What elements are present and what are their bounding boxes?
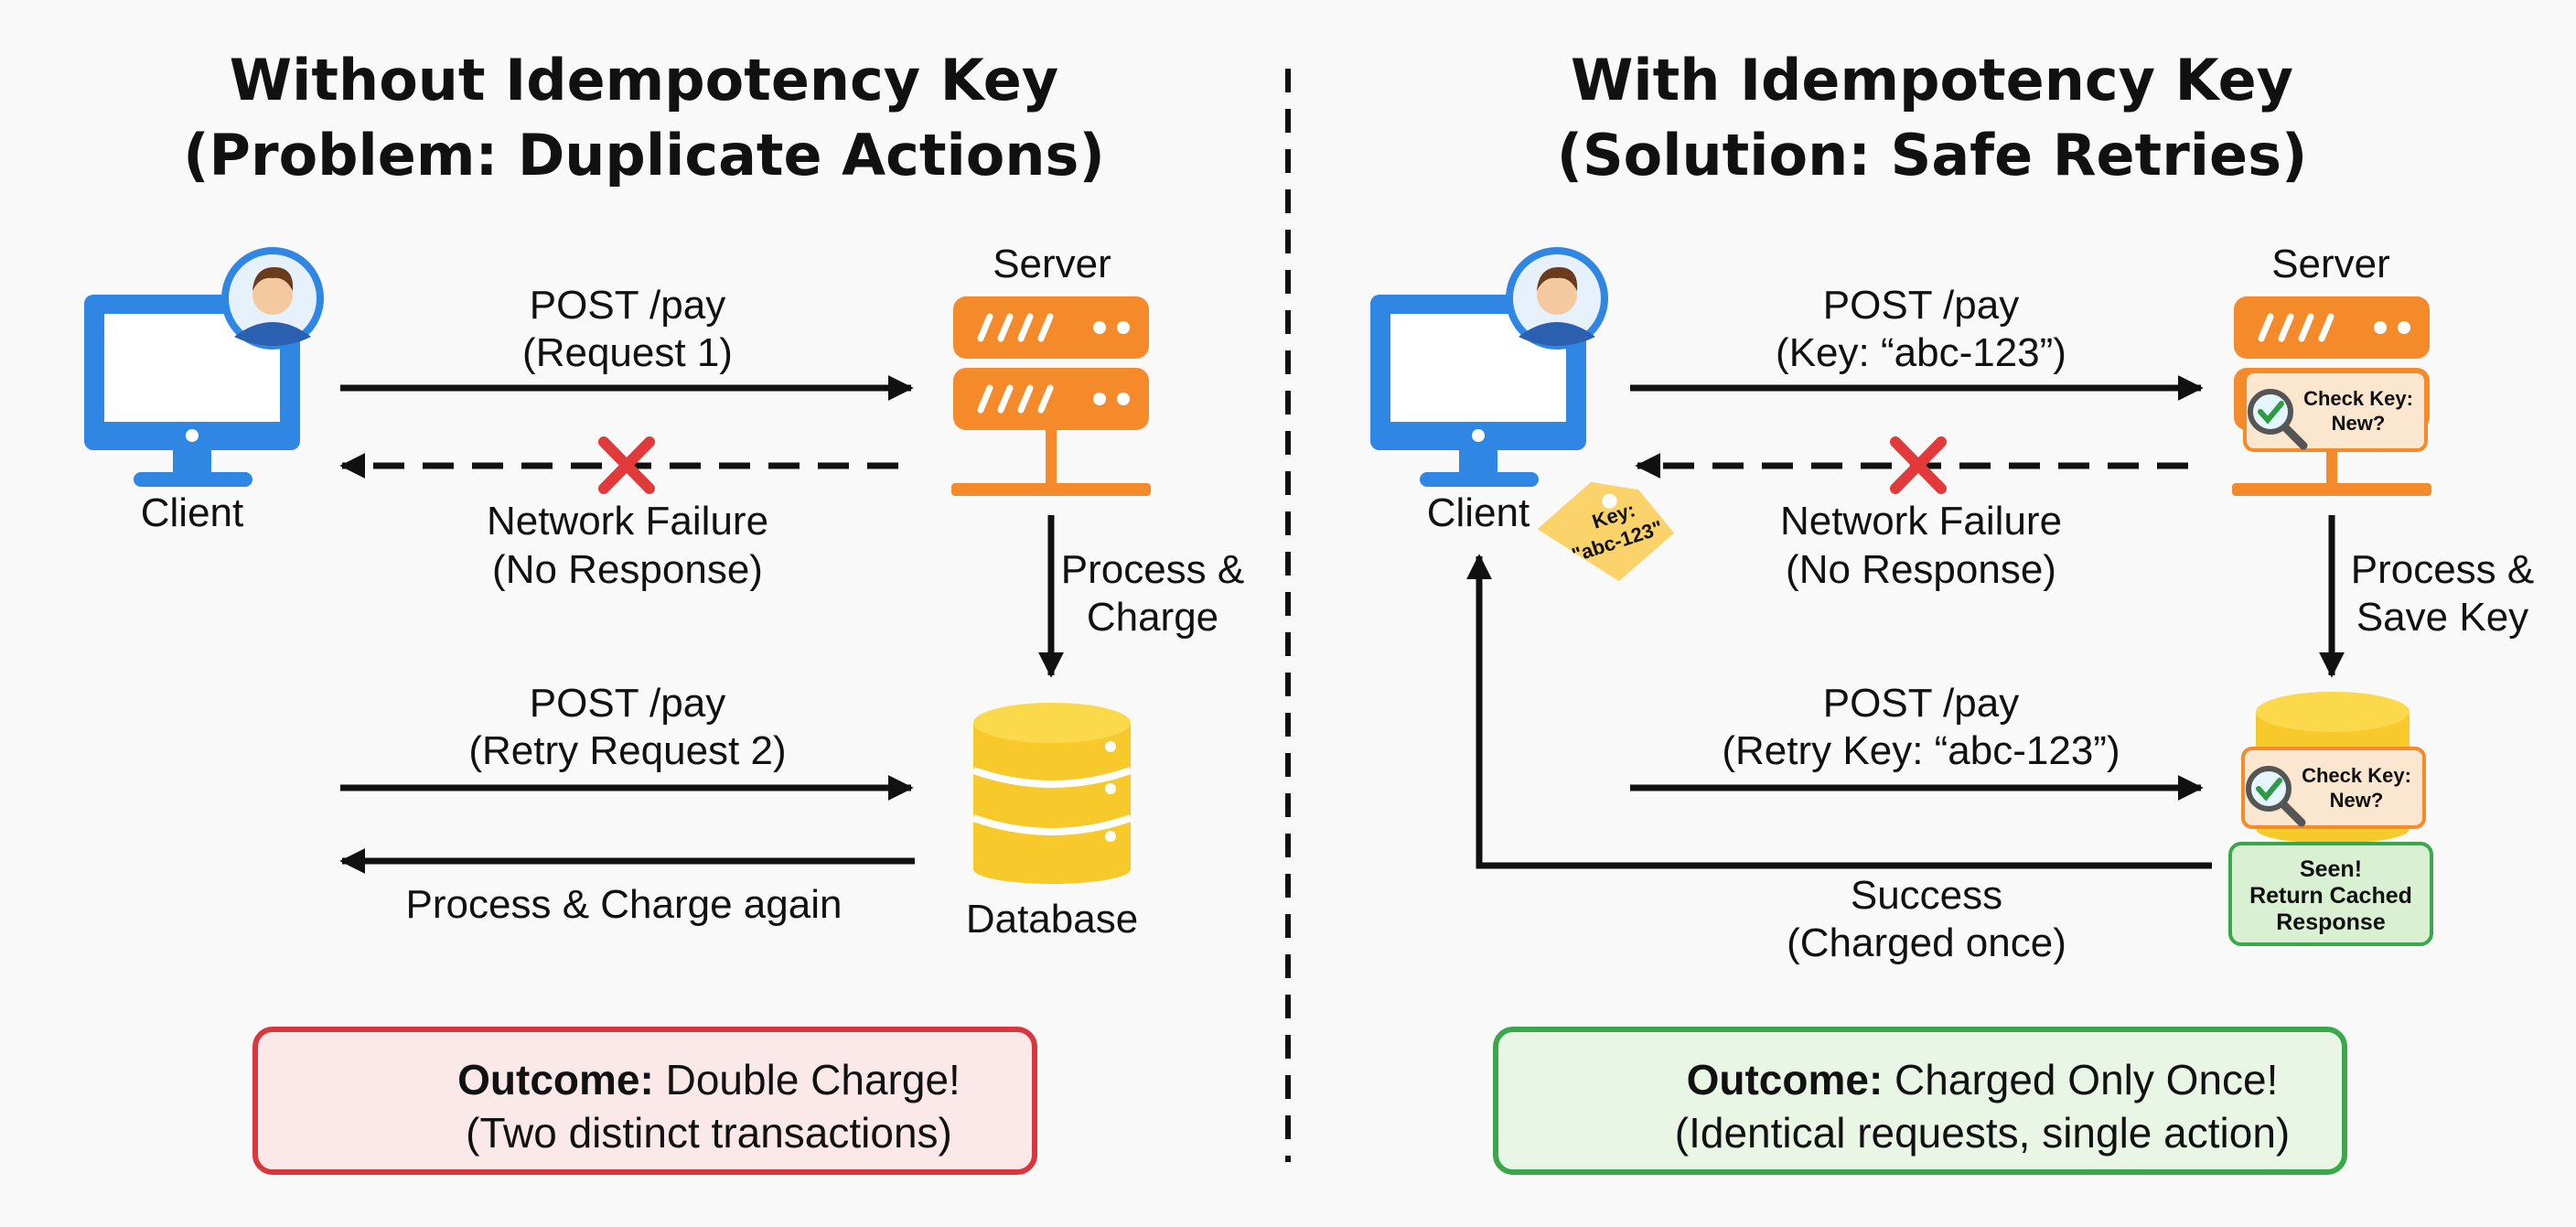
retry-label-line2: (Retry Request 2) [468,728,787,773]
check-key-line1: Check Key: [2302,764,2411,787]
client-label: Client [140,490,244,535]
server-icon [951,296,1151,496]
failure-label-line2: (No Response) [492,547,763,592]
database-label: Database [965,897,1139,942]
failure-label-line2: (No Response) [1786,547,2056,592]
solution-outcome-line1: Outcome: Charged Only Once! [1636,1054,2329,1105]
network-failure-x-icon [598,436,655,494]
request1-label-line1: POST /pay [1822,283,2020,328]
process-label-line1: Process & [2350,547,2535,592]
retry-label-line1: POST /pay [1822,681,2020,726]
user-avatar-icon [1506,247,1608,350]
outcome-bold: Outcome: [457,1056,654,1103]
left-title-line1: Without Idempotency Key [229,47,1059,113]
request1-label-line1: POST /pay [529,283,726,328]
outcome-text: Double Charge! [653,1056,961,1103]
magnifier-check-icon [2246,766,2306,827]
problem-outcome-line2: (Two distinct transactions) [466,1109,952,1157]
solution-outcome-line2: (Identical requests, single action) [1674,1109,2291,1157]
user-avatar-icon [221,247,324,350]
outcome-bold: Outcome: [1686,1056,1884,1103]
right-title-line1: With Idempotency Key [1570,47,2294,113]
network-failure-x-icon [1890,436,1947,494]
retry-label-line2: (Retry Key: “abc-123”) [1722,728,2120,773]
process-label-line2: Charge [1086,595,1219,640]
success-return-arrow [1466,554,2212,869]
check-key-line2: New? [2331,412,2386,435]
seen-line1: Seen! [2299,856,2363,882]
problem-outcome-box: Outcome: Double Charge! (Two distinct tr… [252,1027,1037,1175]
seen-line2: Return Cached [2249,883,2412,909]
check-key-line1: Check Key: [2303,387,2413,410]
request1-label-line2: (Request 1) [522,330,733,375]
problem-outcome-line1: Outcome: Double Charge! [404,1054,1014,1105]
server-label: Server [2271,242,2390,286]
check-key-line2: New? [2329,789,2384,812]
server-label: Server [993,242,1111,286]
client-label: Client [1426,490,1530,535]
seen-line3: Response [2276,909,2386,935]
failure-label-line1: Network Failure [486,499,769,544]
request1-label-line2: (Key: “abc-123”) [1776,330,2066,375]
seen-cached-box [2228,842,2433,946]
success-label-line1: Success [1850,873,2003,918]
left-title-line2: (Problem: Duplicate Actions) [183,122,1105,188]
failure-label-line1: Network Failure [1779,499,2063,544]
process-label-line2: Save Key [2356,595,2529,640]
magnifier-check-icon [2248,389,2308,450]
key-tag-icon [1537,481,1675,582]
outcome-text: Charged Only Once! [1883,1056,2279,1103]
process-label-line1: Process & [1060,547,1245,592]
charge-again-label: Process & Charge again [405,882,843,927]
success-label-line2: (Charged once) [1787,920,2066,965]
database-icon [971,703,1132,884]
right-title-line2: (Solution: Safe Retries) [1556,122,2308,188]
solution-outcome-box: Outcome: Charged Only Once! (Identical r… [1493,1027,2347,1175]
retry-label-line1: POST /pay [529,681,726,726]
